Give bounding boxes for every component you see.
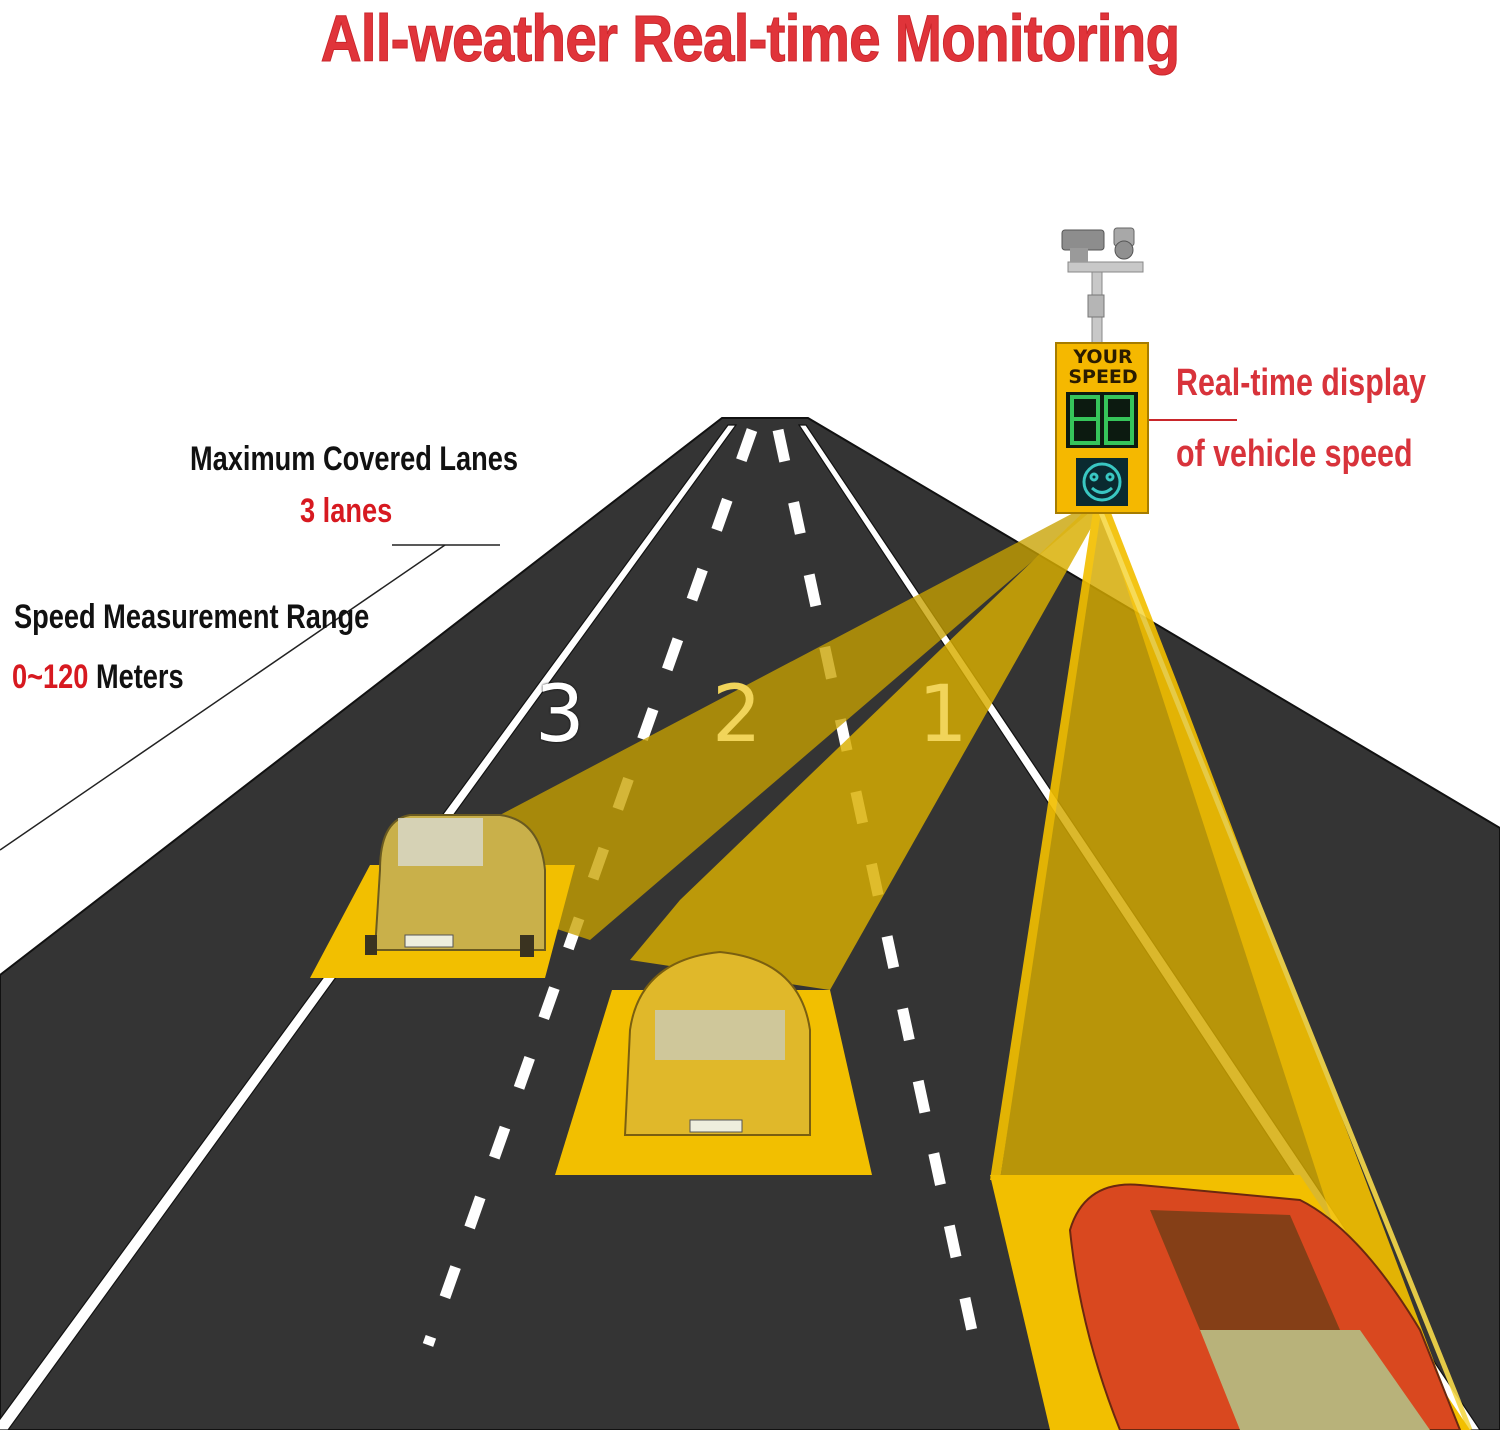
radar-pole — [1067, 261, 1144, 346]
sign-speed-label: SPEED — [1068, 366, 1138, 388]
speed-sign — [1055, 342, 1149, 514]
lane-number-3: 3 — [535, 670, 585, 760]
lane-number-2: 2 — [712, 670, 762, 760]
camera-icon — [1061, 229, 1105, 262]
page-title: All-weather Real-time Monitoring — [320, 1, 1180, 76]
car-lane-3 — [365, 814, 546, 957]
display-caption-line1: Real-time display — [1176, 362, 1427, 404]
speed-digits — [1070, 395, 1134, 445]
speed-range-title: Speed Measurement Range — [14, 598, 370, 636]
range-leader-diagonal — [0, 544, 446, 851]
max-lanes-title: Maximum Covered Lanes — [190, 440, 519, 478]
car-lane-1 — [1068, 1183, 1462, 1430]
sign-your-label: YOUR — [1073, 346, 1133, 368]
smiley-icon — [1082, 462, 1122, 502]
speed-range-unit: Meters — [88, 658, 184, 696]
car-lane-2 — [623, 950, 811, 1136]
speed-range-value: 0~120 Meters — [12, 658, 184, 697]
sensor-icon — [1113, 227, 1135, 260]
max-lanes-value: 3 lanes — [300, 492, 393, 530]
lane-number-1: 1 — [918, 670, 968, 760]
lane-line-dashed-left — [422, 428, 758, 1347]
display-caption-line2: of vehicle speed — [1176, 433, 1413, 475]
speed-range-number: 0~120 — [12, 658, 89, 696]
